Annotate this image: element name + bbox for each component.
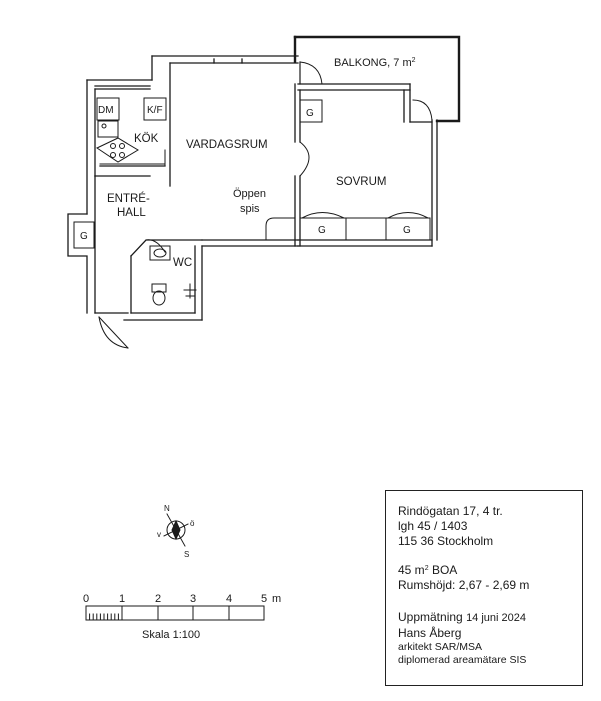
entrance-label-1: ENTRÉ- <box>107 192 150 205</box>
scale-tick-5: 5 <box>261 593 267 605</box>
wc-fixtures <box>149 245 197 306</box>
fireplace-label-2: spis <box>240 203 260 215</box>
ceiling-height: Rumshöjd: 2,67 - 2,69 m <box>398 578 530 592</box>
scale-bar <box>85 605 265 621</box>
wardrobe-label-balcony: G <box>306 108 314 119</box>
apartment-number: lgh 45 / 1403 <box>398 519 468 533</box>
living-room-label: VARDAGSRUM <box>186 139 268 151</box>
scale-tick-2: 2 <box>155 593 161 605</box>
fireplace-label-1: Öppen <box>233 188 266 200</box>
architect-name: Hans Åberg <box>398 626 462 640</box>
wc-label: WC <box>173 257 192 269</box>
architect-certification: diplomerad areamätare SIS <box>398 654 527 666</box>
architect-title: arkitekt SAR/MSA <box>398 641 483 653</box>
fridge-freezer-label: K/F <box>147 105 163 116</box>
kitchen-label: KÖK <box>134 133 159 145</box>
bedroom-label: SOVRUM <box>336 176 386 188</box>
compass-south: S <box>184 550 189 559</box>
wardrobe-label-bedroom-2: G <box>403 225 411 236</box>
fireplace <box>265 217 296 241</box>
scale-tick-3: 3 <box>190 593 196 605</box>
wardrobes <box>73 99 431 249</box>
scale-label: Skala 1:100 <box>142 629 200 641</box>
wardrobe-label-hall: G <box>80 231 88 242</box>
compass-east: ö <box>190 519 195 528</box>
living-area: 45 m2 BOA <box>398 563 458 577</box>
measurement-date: Uppmätning 14 juni 2024 <box>398 610 527 624</box>
compass-north: N <box>164 504 170 513</box>
scale-tick-1: 1 <box>119 593 125 605</box>
postal-address: 115 36 Stockholm <box>398 534 494 548</box>
wardrobe-label-bedroom-1: G <box>318 225 326 236</box>
entrance-label-2: HALL <box>117 207 146 219</box>
scale-tick-4: 4 <box>226 593 232 605</box>
compass <box>163 513 189 547</box>
compass-west: v <box>157 530 161 539</box>
info-box: Rindögatan 17, 4 tr. lgh 45 / 1403 115 3… <box>385 490 583 686</box>
dishwasher-label: DM <box>98 105 114 116</box>
kitchen-fixtures <box>95 97 167 167</box>
balcony <box>293 35 461 123</box>
scale-tick-0: 0 <box>83 593 89 605</box>
address: Rindögatan 17, 4 tr. <box>398 504 503 518</box>
balcony-label: BALKONG, 7 m2 <box>334 57 416 69</box>
scale-unit: m <box>272 593 281 605</box>
